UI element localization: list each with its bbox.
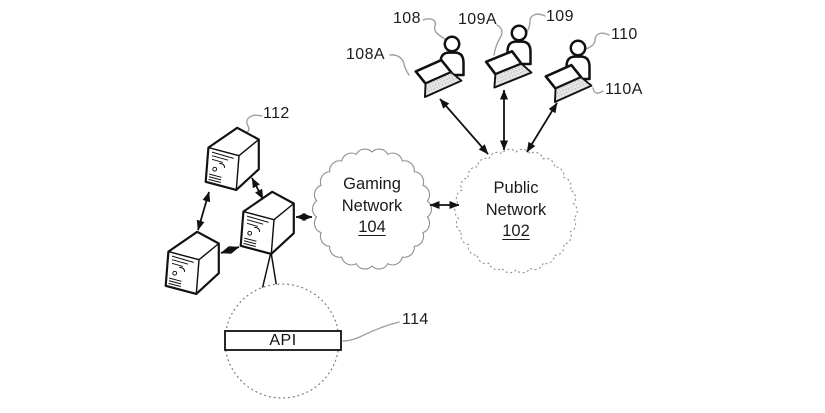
leader-line-112: [245, 114, 263, 134]
gaming-network-cloud: [311, 148, 433, 270]
gaming-network-name-line1: Gaming: [343, 175, 401, 193]
server3-server2-arrow: [220, 246, 240, 254]
public-network-ref: 102: [502, 222, 530, 240]
network-links: [196, 89, 558, 254]
leader-line-110: [585, 32, 610, 50]
server1-server2-arrow: [251, 177, 264, 200]
public-network-name-line2: Network: [485, 200, 547, 219]
leader-line-108: [422, 18, 446, 40]
api-box-label: API: [269, 332, 297, 349]
ref-label-112: 112: [263, 105, 290, 122]
server-icon-1: [204, 126, 260, 191]
laptop1-public-arrow: [439, 98, 489, 155]
public-network-label: Public Network 102: [451, 178, 581, 243]
leader-line-109: [524, 13, 546, 35]
leader-line-114: [342, 321, 400, 342]
ref-label-114: 114: [402, 311, 429, 328]
leader-line-108A: [389, 54, 410, 76]
server-icon-3: [164, 230, 220, 295]
ref-label-109: 109: [546, 8, 574, 25]
gaming-network-label: Gaming Network 104: [307, 174, 437, 239]
ref-label-108A: 108A: [346, 46, 385, 63]
public-network-name-line1: Public: [493, 179, 539, 197]
ref-label-110: 110: [611, 26, 638, 43]
leader-line-109A: [493, 24, 503, 56]
ref-label-109A: 109A: [458, 11, 497, 28]
api-callout-lines: [261, 251, 278, 291]
gaming-network-ref: 104: [358, 218, 386, 236]
gaming-network-name-line2: Network: [341, 196, 403, 215]
ref-label-108: 108: [393, 10, 421, 27]
public-network-cloud: [454, 148, 578, 274]
leader-line-110A: [592, 87, 604, 94]
server1-server3-arrow: [196, 191, 211, 231]
laptop3-public-arrow: [526, 102, 558, 153]
ref-label-110A: 110A: [605, 81, 643, 98]
server-icon-2: [239, 190, 295, 255]
leader-lines: [245, 13, 610, 342]
api-box: [224, 330, 342, 351]
